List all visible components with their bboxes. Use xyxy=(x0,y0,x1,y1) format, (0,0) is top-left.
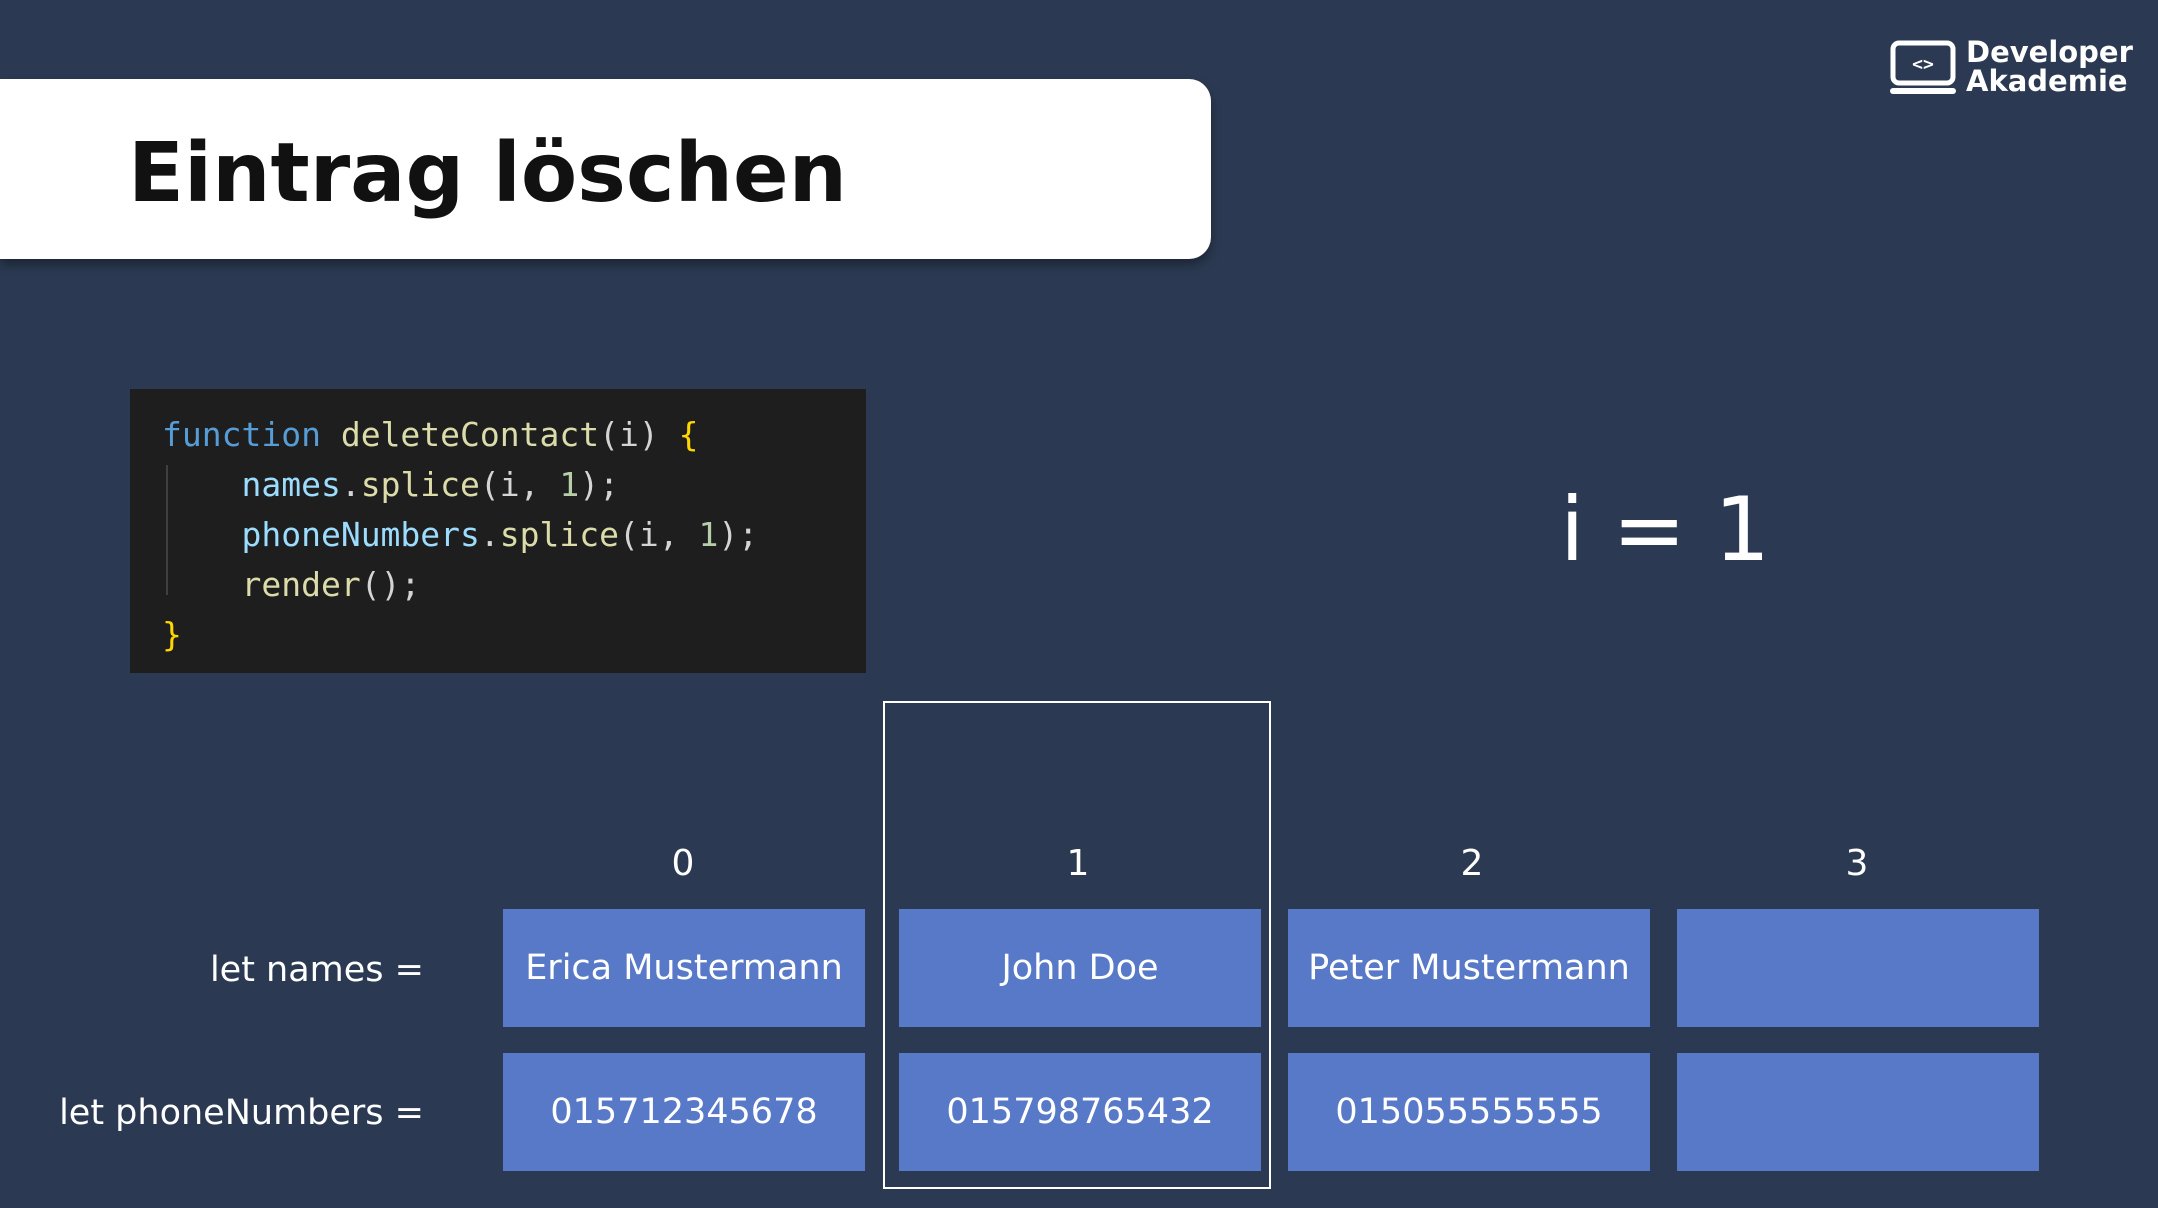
logo-glyph: <> xyxy=(1912,54,1934,75)
code-line-3: phoneNumbers.splice(i, 1); xyxy=(241,515,759,554)
code-method: splice xyxy=(499,515,619,554)
names-cell-1: John Doe xyxy=(899,909,1261,1027)
code-keyword: function xyxy=(162,415,321,454)
code-args-open: (i, xyxy=(479,465,560,504)
title-card xyxy=(0,79,1211,259)
brand-logo: <> Developer Akademie xyxy=(1890,38,2133,100)
index-label-2: 2 xyxy=(1460,843,1484,884)
names-row-label: let names = xyxy=(209,950,424,990)
phones-cell-3 xyxy=(1677,1053,2039,1171)
index-label-3: 3 xyxy=(1845,843,1869,884)
names-cell-2: Peter Mustermann xyxy=(1288,909,1650,1027)
laptop-code-icon: <> xyxy=(1890,40,1956,94)
index-note: i = 1 xyxy=(1560,478,1771,581)
code-line-5: } xyxy=(162,615,182,655)
index-label-1: 1 xyxy=(1066,843,1090,884)
phones-row-label: let phoneNumbers = xyxy=(59,1093,424,1133)
code-number: 1 xyxy=(559,465,580,504)
code-function-call: render xyxy=(241,565,361,604)
index-label-0: 0 xyxy=(671,843,695,884)
brand-line-2: Akademie xyxy=(1966,64,2128,98)
code-snippet: function deleteContact(i) { names.splice… xyxy=(130,389,866,673)
brand-name: Developer Akademie xyxy=(1966,38,2133,96)
code-line-2: names.splice(i, 1); xyxy=(241,465,620,504)
code-params: (i) xyxy=(599,415,659,454)
code-args-close: ); xyxy=(579,465,620,504)
code-function-name: deleteContact xyxy=(340,415,600,454)
code-args-open: (i, xyxy=(619,515,699,554)
code-number: 1 xyxy=(698,515,719,554)
names-cell-0: Erica Mustermann xyxy=(503,909,865,1027)
names-cell-3 xyxy=(1677,909,2039,1027)
slide-title: Eintrag löschen xyxy=(128,126,847,221)
code-line-4: render(); xyxy=(162,565,420,605)
phones-cell-0: 015712345678 xyxy=(503,1053,865,1171)
highlight-frame xyxy=(883,701,1271,1189)
phones-cell-1: 015798765432 xyxy=(899,1053,1261,1171)
code-args-close: ); xyxy=(718,515,759,554)
code-object: names xyxy=(241,465,341,504)
code-open-brace: { xyxy=(678,415,699,454)
code-method: splice xyxy=(360,465,480,504)
code-call-parens: (); xyxy=(360,565,421,604)
code-close-brace: } xyxy=(162,615,182,654)
phones-cell-2: 015055555555 xyxy=(1288,1053,1650,1171)
brand-line-1: Developer xyxy=(1966,35,2133,69)
indent-guide xyxy=(166,465,168,595)
code-object: phoneNumbers xyxy=(241,515,480,554)
code-line-1: function deleteContact(i) { xyxy=(162,415,698,455)
